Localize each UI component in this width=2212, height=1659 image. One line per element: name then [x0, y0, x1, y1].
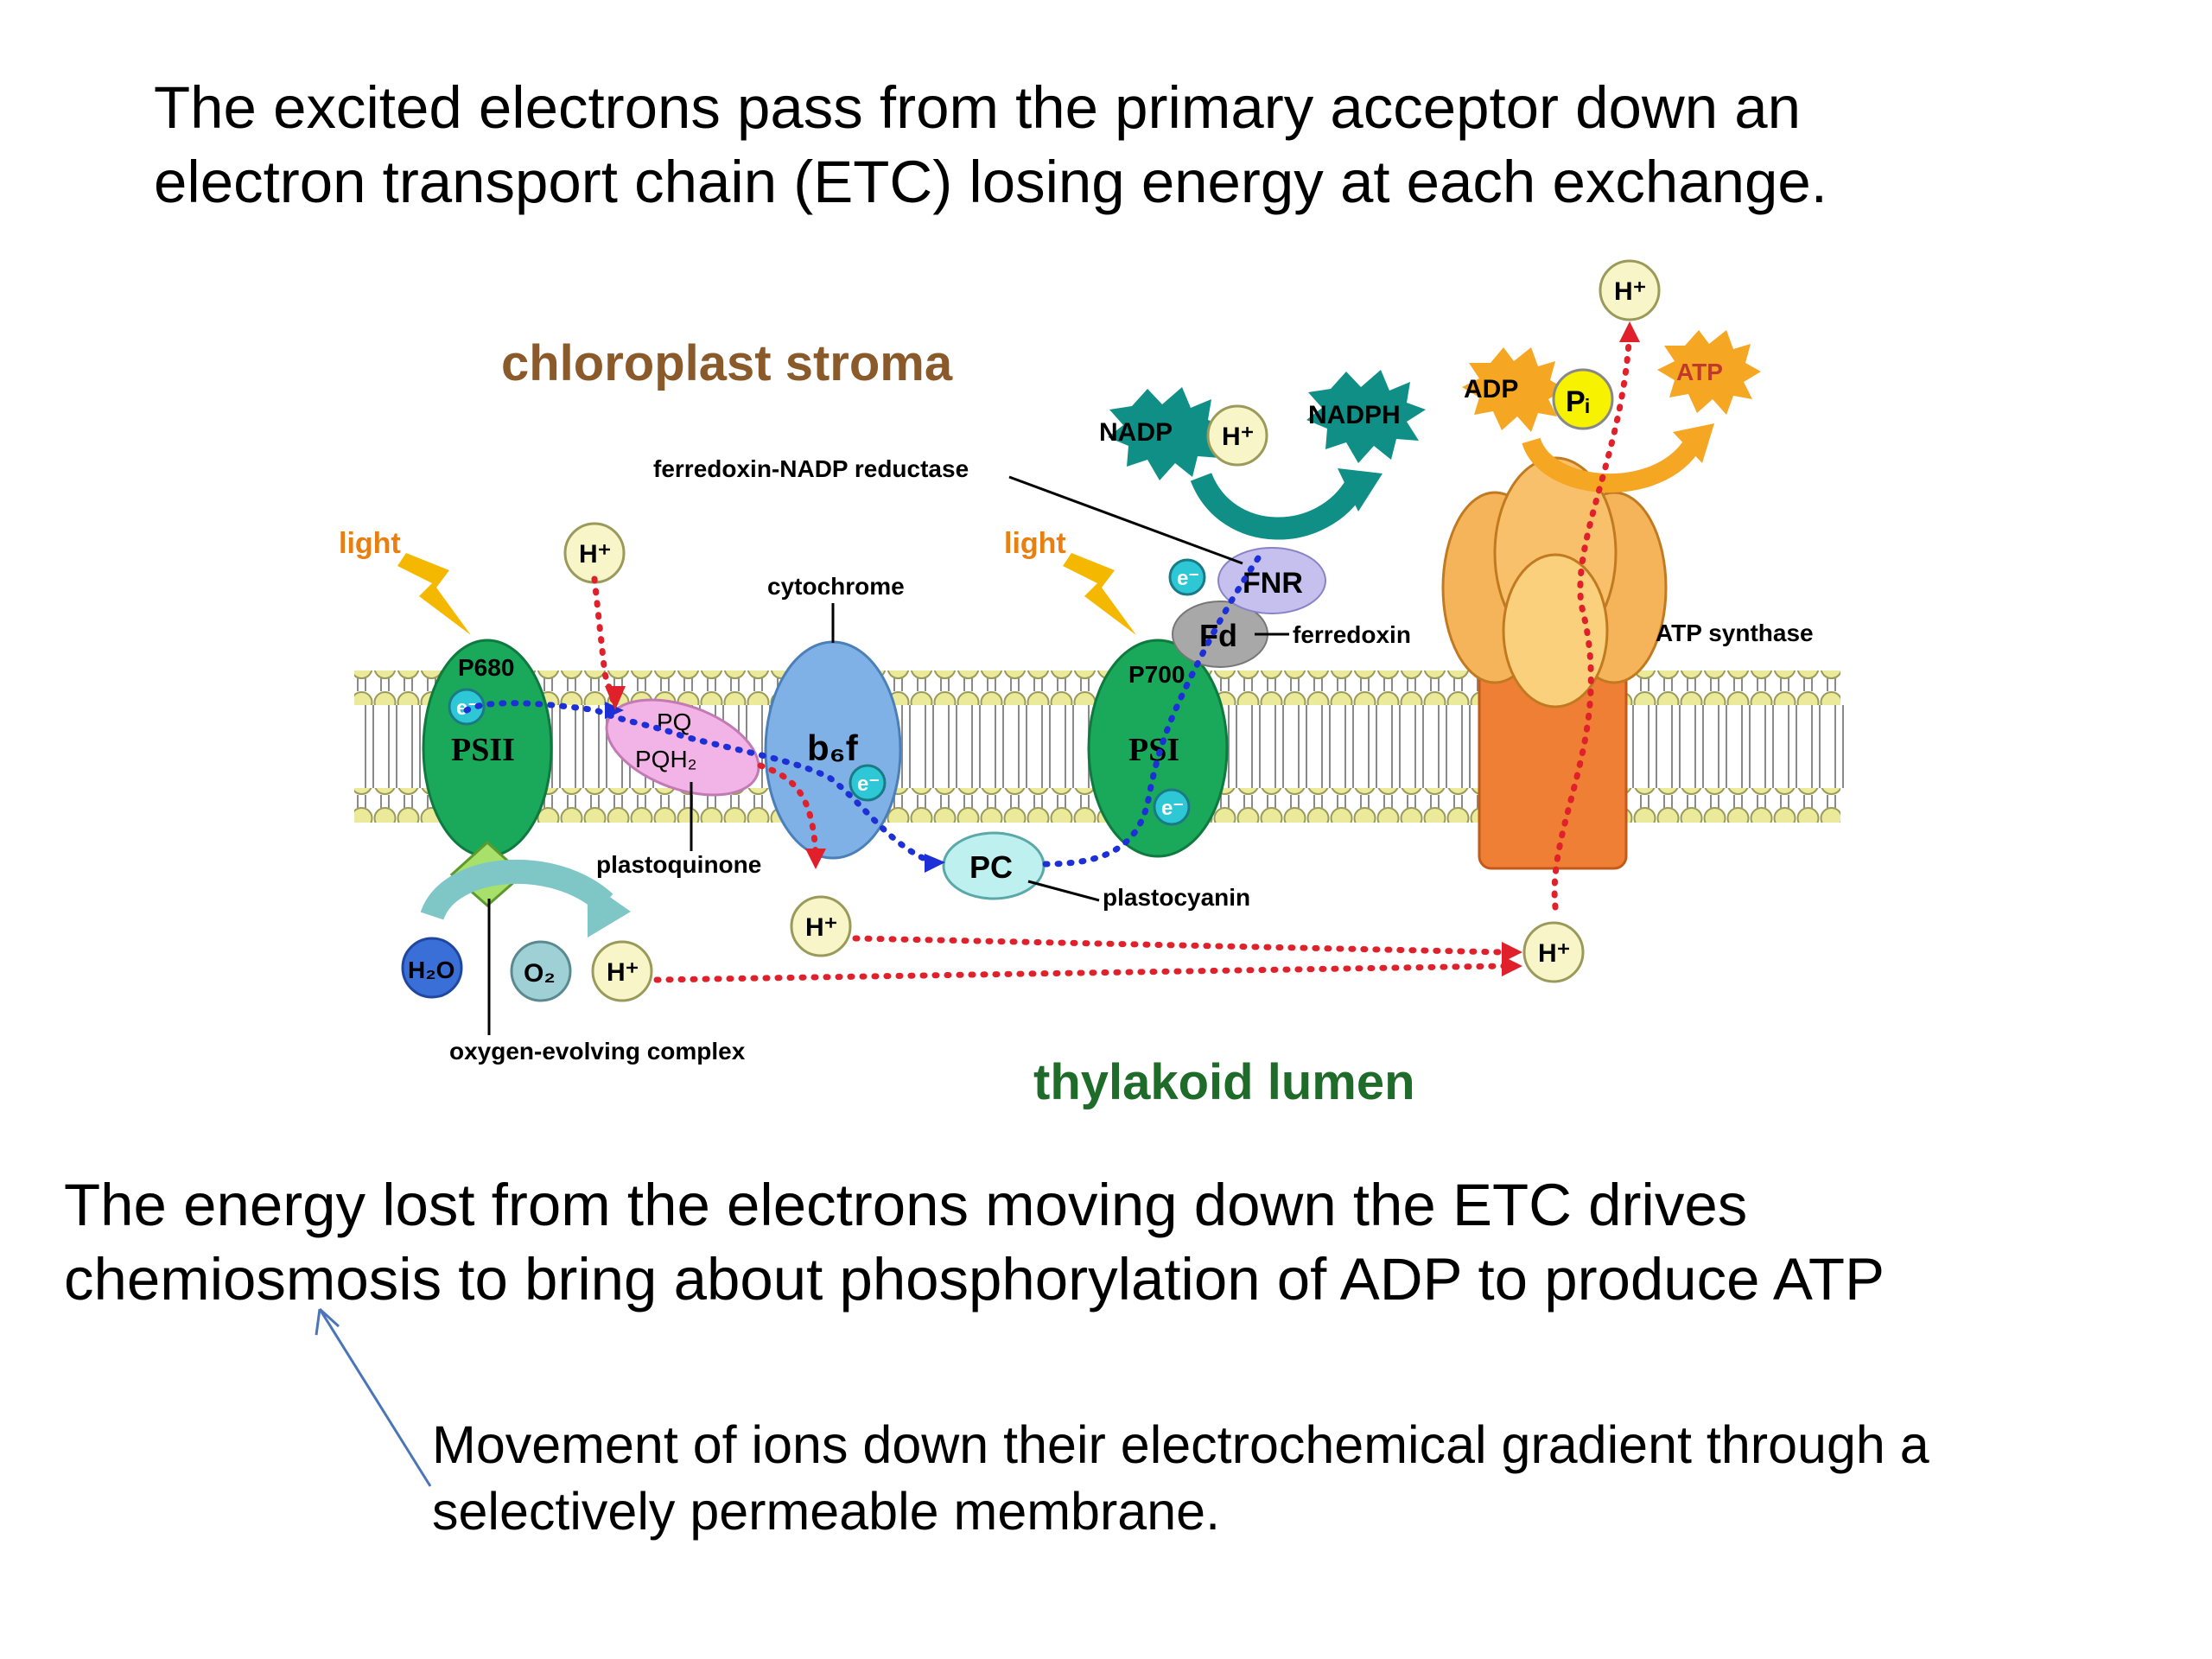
- adp-burst: [1462, 347, 1566, 432]
- p680-label: P680: [458, 654, 514, 681]
- h-ion-circle: [1206, 404, 1268, 467]
- electron-circle: [1153, 788, 1191, 826]
- intro-line-2: electron transport chain (ETC) losing en…: [154, 149, 1827, 215]
- o2-circle: [510, 940, 572, 1002]
- light-bolt-2: [1063, 553, 1136, 635]
- lumen-label: thylakoid lumen: [1033, 1054, 1415, 1110]
- electron-label: e⁻: [1161, 797, 1184, 820]
- energy-text: The energy lost from the electrons movin…: [64, 1168, 2138, 1317]
- h-ion-circle: [1522, 921, 1585, 983]
- h-ion-label: H⁺: [607, 958, 639, 987]
- electron-label: e⁻: [857, 772, 880, 796]
- cytochrome-label: cytochrome: [767, 573, 905, 600]
- intro-text: The excited electrons pass from the prim…: [154, 71, 2055, 219]
- plastocyanin-label: plastocyanin: [1103, 884, 1250, 911]
- atp-curve-arrow: [1522, 436, 1702, 493]
- energy-line-1: The energy lost from the electrons movin…: [64, 1172, 1748, 1238]
- psii-label: PSII: [451, 732, 515, 768]
- pq-label: PQ: [657, 709, 691, 735]
- fnr-name-label: ferredoxin-NADP reductase: [653, 455, 969, 482]
- h-ion-label: H⁺: [1538, 939, 1571, 968]
- oec-label: oxygen-evolving complex: [449, 1038, 746, 1065]
- light-label-2: light: [1004, 527, 1066, 560]
- intro-line-1: The excited electrons pass from the prim…: [154, 74, 1802, 141]
- electron-circle: [1168, 558, 1206, 596]
- h2o-circle: [401, 937, 463, 999]
- atp-label: ATP: [1676, 359, 1723, 385]
- h-ion-circle: [790, 895, 852, 957]
- nadp-curve-arrow: [1190, 472, 1367, 540]
- pqh2-label: PQH₂: [635, 746, 697, 772]
- fnr-protein: [1217, 547, 1326, 614]
- electron-circle: [448, 688, 486, 726]
- water-split-arrow: [420, 859, 613, 921]
- pi-label: Pᵢ: [1566, 385, 1589, 418]
- nadp-label: NADP: [1099, 418, 1173, 447]
- pi-circle: [1552, 368, 1614, 430]
- atp-synthase-label: ATP synthase: [1656, 620, 1814, 646]
- definition-line-1: Movement of ions down their electrochemi…: [432, 1415, 1929, 1474]
- h-ion-label: H⁺: [805, 913, 838, 942]
- pc-label: PC: [969, 849, 1013, 885]
- definition-text: Movement of ions down their electrochemi…: [432, 1412, 2160, 1545]
- light-label-1: light: [339, 527, 401, 560]
- b6f-label: b₆f: [807, 728, 859, 768]
- definition-line-2: selectively permeable membrane.: [432, 1482, 1221, 1541]
- h-ion-label: H⁺: [579, 540, 612, 569]
- h-ion-circle: [1599, 259, 1661, 321]
- fnr-label: FNR: [1243, 567, 1303, 600]
- electron-label: e⁻: [1177, 567, 1199, 590]
- adp-label: ADP: [1464, 375, 1518, 404]
- ferredoxin-label: ferredoxin: [1293, 621, 1411, 648]
- light-bolt-1: [397, 553, 471, 635]
- atp-burst: [1657, 330, 1761, 415]
- nadph-label: NADPH: [1308, 401, 1401, 429]
- plastoquinone-label: plastoquinone: [596, 851, 761, 878]
- energy-line-2: chemiosmosis to bring about phosphorylat…: [64, 1246, 1885, 1313]
- electron-path: [463, 550, 1265, 868]
- psi-complex: [1087, 639, 1229, 858]
- h2o-label: H₂O: [408, 957, 454, 983]
- o2-label: O₂: [524, 959, 556, 988]
- h-ion-label: H⁺: [1222, 423, 1255, 451]
- p700-label: P700: [1128, 661, 1185, 688]
- h-ion-circle: [591, 940, 653, 1002]
- electron-circle: [849, 764, 887, 802]
- h-ion-label: H⁺: [1614, 277, 1647, 306]
- nadph-burst: [1306, 370, 1426, 463]
- nadp-burst: [1108, 387, 1227, 480]
- stroma-label: chloroplast stroma: [501, 335, 953, 391]
